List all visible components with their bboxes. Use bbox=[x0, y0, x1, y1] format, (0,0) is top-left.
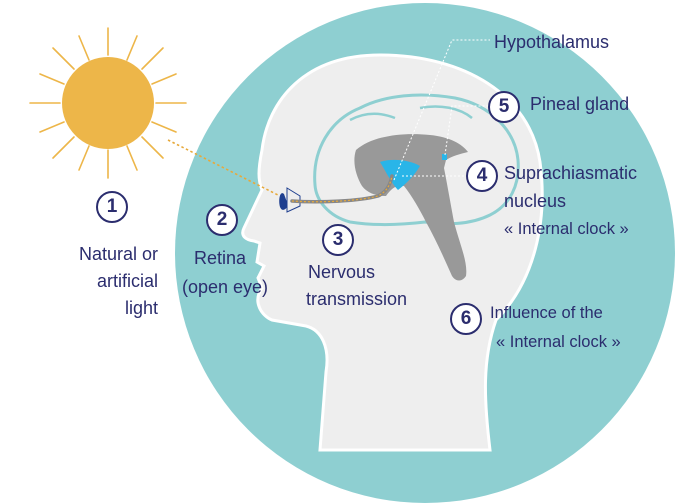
label-scn-line2: nucleus bbox=[504, 190, 566, 213]
label-scn-line3: « Internal clock » bbox=[504, 219, 629, 240]
label-light-line3: light bbox=[125, 297, 158, 320]
step-6-badge: 6 bbox=[450, 303, 482, 335]
label-hypothalamus: Hypothalamus bbox=[494, 31, 609, 54]
label-nerve-line2: transmission bbox=[306, 288, 407, 311]
label-influence-line2: « Internal clock » bbox=[496, 332, 621, 353]
label-light-line2: artificial bbox=[97, 270, 158, 293]
sun-icon bbox=[30, 28, 186, 178]
step-3-badge: 3 bbox=[322, 224, 354, 256]
step-4-badge: 4 bbox=[466, 160, 498, 192]
step-5-badge: 5 bbox=[488, 91, 520, 123]
label-pineal-gland: Pineal gland bbox=[530, 93, 629, 116]
label-influence-line1: Influence of the bbox=[490, 303, 603, 324]
step-1-badge: 1 bbox=[96, 191, 128, 223]
label-light-line1: Natural or bbox=[79, 243, 158, 266]
label-retina-line1: Retina bbox=[170, 247, 270, 270]
label-scn-line1: Suprachiasmatic bbox=[504, 162, 637, 185]
pineal-dot bbox=[442, 154, 447, 160]
label-retina-line2: (open eye) bbox=[164, 276, 286, 299]
label-nerve-line1: Nervous bbox=[308, 261, 375, 284]
step-2-badge: 2 bbox=[206, 204, 238, 236]
